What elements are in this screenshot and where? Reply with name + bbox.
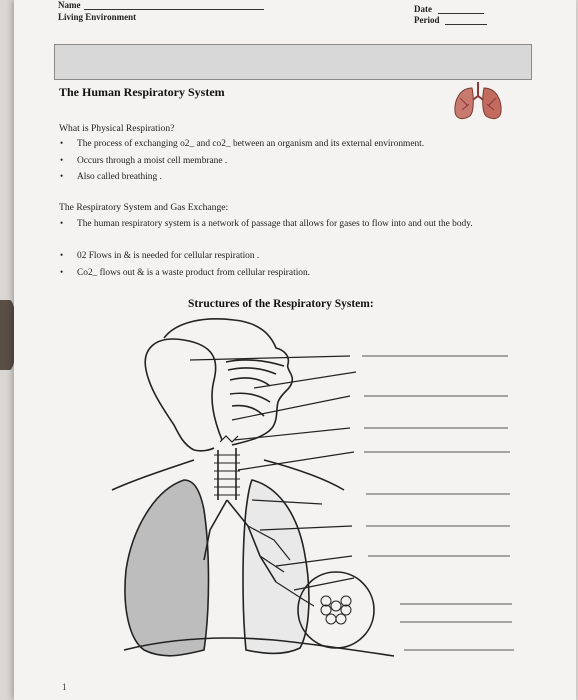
- section1-bullet: The process of exchanging o2_ and co2_ b…: [77, 139, 425, 149]
- lungs-icon: [454, 82, 502, 120]
- page-number: 1: [62, 682, 67, 692]
- date-field[interactable]: [438, 13, 484, 14]
- section1-heading: What is Physical Respiration?: [59, 123, 175, 134]
- bullet-dot: •: [60, 155, 64, 165]
- section2-heading: The Respiratory System and Gas Exchange:: [59, 202, 229, 213]
- class-label: Living Environment: [58, 12, 137, 22]
- name-field[interactable]: [84, 9, 264, 10]
- page-title: The Human Respiratory System: [59, 85, 225, 99]
- bullet-dot: •: [60, 138, 64, 148]
- respiratory-diagram: [111, 318, 514, 657]
- title-box: [54, 44, 532, 80]
- section2-bullet: Co2_ flows out & is a waste product from…: [77, 268, 311, 278]
- worksheet-page: Name Living Environment Date Period The …: [14, 0, 576, 700]
- section1-bullet: Also called breathing .: [77, 172, 162, 182]
- section2-bullet: The human respiratory system is a networ…: [77, 219, 473, 229]
- section1-bullet: Occurs through a moist cell membrane .: [77, 156, 228, 166]
- bullet-dot: •: [60, 171, 64, 181]
- date-label: Date: [414, 4, 432, 14]
- period-label: Period: [414, 15, 440, 25]
- name-label: Name: [58, 0, 81, 10]
- finger-shadow: [0, 300, 16, 370]
- section2-bullet: 02 Flows in & is needed for cellular res…: [77, 251, 260, 261]
- period-field[interactable]: [445, 24, 487, 25]
- bullet-dot: •: [60, 250, 64, 260]
- bullet-dot: •: [60, 267, 64, 277]
- diagram-title: Structures of the Respiratory System:: [188, 298, 374, 310]
- bullet-dot: •: [60, 218, 64, 228]
